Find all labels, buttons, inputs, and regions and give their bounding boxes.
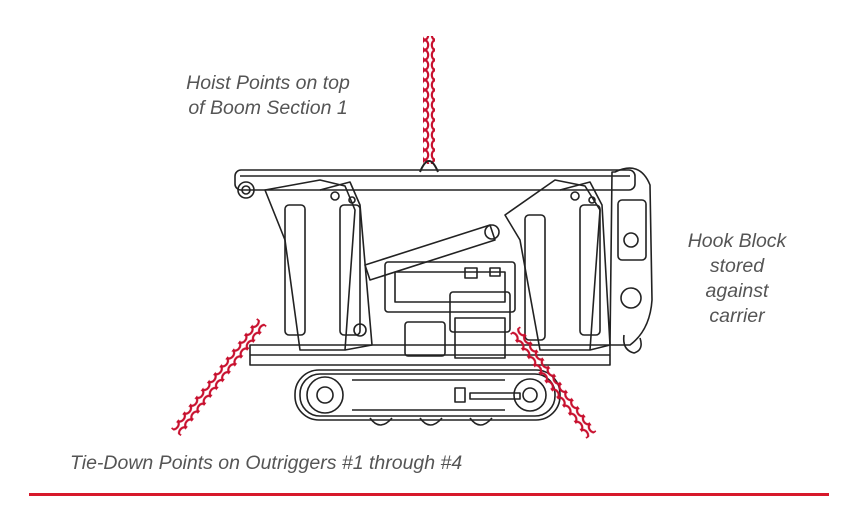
machine-outline	[234, 167, 653, 426]
hook-label-line3: against	[705, 280, 769, 302]
divider-rule	[29, 493, 829, 496]
hoist-label-line1: Hoist Points on top	[186, 72, 350, 94]
hoist-chain-icon	[423, 36, 435, 164]
tiedown-chain-left-icon	[171, 318, 267, 437]
lift-eye	[419, 160, 439, 173]
tiedown-points-label: Tie-Down Points on Outriggers #1 through…	[70, 452, 463, 474]
hoist-label-line2: of Boom Section 1	[188, 97, 348, 119]
hook-label-line2: stored	[709, 255, 765, 277]
tiedown-chain-right-icon	[510, 326, 597, 439]
hook-label-line4: carrier	[709, 305, 765, 327]
hoist-points-label: Hoist Points on top of Boom Section 1	[168, 71, 368, 121]
hook-block-label: Hook Block stored against carrier	[672, 229, 802, 329]
hook-label-line1: Hook Block	[687, 230, 787, 252]
